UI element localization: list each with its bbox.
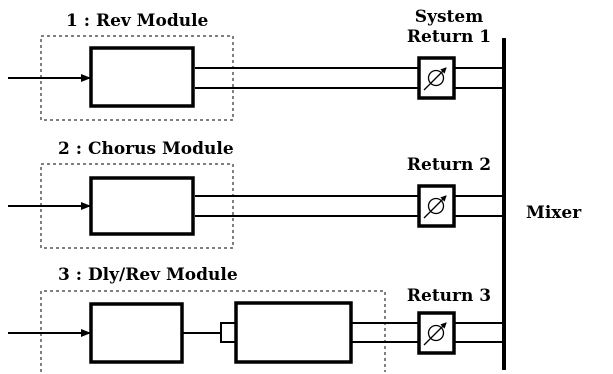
module-3-block-a <box>89 302 184 364</box>
return-2-block <box>417 184 456 228</box>
module-3-connector <box>220 322 237 343</box>
return-3-label: Return 3 <box>407 286 491 306</box>
return-2-label: Return 2 <box>407 155 491 175</box>
module-3-frame <box>40 290 386 372</box>
module-2-label: 2 : Chorus Module <box>58 139 234 159</box>
module-3-block-b <box>234 301 353 364</box>
module-2: 2 : Chorus Module <box>8 139 420 249</box>
module-1-block <box>89 46 195 108</box>
module-2-block <box>89 176 195 236</box>
return-outputs <box>455 67 503 343</box>
module-1-label: 1 : Rev Module <box>66 11 209 31</box>
return-1-block <box>417 56 456 100</box>
return-3-block <box>417 311 456 355</box>
module-1: 1 : Rev Module <box>8 11 420 121</box>
module-3-label: 3 : Dly/Rev Module <box>58 265 238 285</box>
return-1-label: Return 1 <box>407 27 491 47</box>
mixer-label: Mixer <box>526 203 582 223</box>
system-label: System <box>415 7 483 27</box>
module-3: 3 : Dly/Rev Module <box>8 265 420 372</box>
